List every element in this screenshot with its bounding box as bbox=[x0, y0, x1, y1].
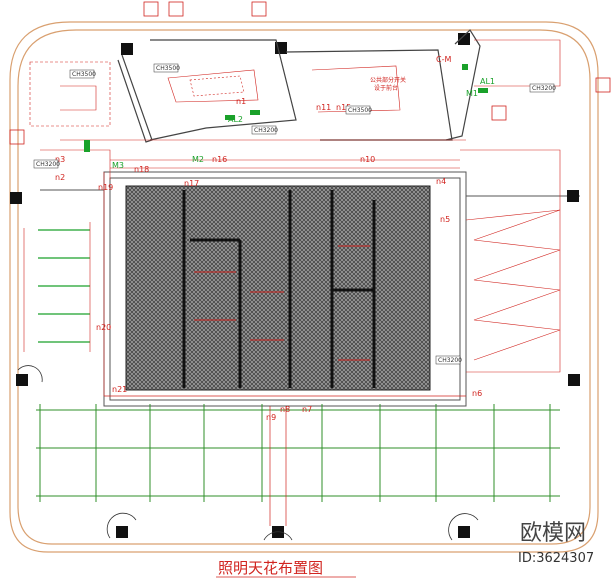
label-n11: n11 bbox=[316, 103, 331, 112]
label-n4: n4 bbox=[436, 177, 446, 186]
switch-note: 公共部分开关 设于前台 bbox=[370, 76, 406, 92]
label-n17: n17 bbox=[184, 179, 199, 188]
label-n1: n1 bbox=[236, 97, 246, 106]
tag-ch3500-b: CH3500 bbox=[156, 65, 180, 72]
watermark-brand: 欧模网 bbox=[520, 521, 586, 546]
label-n5: n5 bbox=[440, 215, 450, 224]
site-boundary bbox=[9, 21, 599, 553]
watermark-id: ID:3624307 bbox=[518, 551, 594, 566]
panel-labels: AL2 AL1 M1 M2 M3 C-M bbox=[112, 55, 495, 170]
tag-ch3500-a: CH3500 bbox=[72, 71, 96, 78]
label-n16: n16 bbox=[212, 155, 227, 164]
label-AL1: AL1 bbox=[480, 77, 495, 86]
label-n9: n9 bbox=[266, 413, 276, 422]
upper-wiring bbox=[29, 39, 561, 396]
lower-risers bbox=[104, 395, 466, 526]
label-n6: n6 bbox=[472, 389, 482, 398]
label-M1: M1 bbox=[466, 89, 478, 98]
label-M3: M3 bbox=[112, 161, 124, 170]
label-n15: n15 bbox=[336, 103, 351, 112]
label-AL2: AL2 bbox=[228, 115, 243, 124]
label-n8: n8 bbox=[280, 405, 290, 414]
left-risers bbox=[23, 222, 91, 352]
label-n20: n20 bbox=[96, 323, 111, 332]
tag-ch3200-d: CH3200 bbox=[438, 357, 462, 364]
circuit-labels: n1 n2 n3 n4 n5 n6 n7 n8 n9 n10 n11 n15 n… bbox=[55, 97, 482, 422]
drawing-title: 照明天花布置图 bbox=[218, 559, 323, 577]
label-n19: n19 bbox=[98, 183, 113, 192]
note-front-desk: 设于前台 bbox=[374, 84, 398, 92]
label-n3: n3 bbox=[55, 155, 65, 164]
tag-ch3200-a: CH3200 bbox=[254, 127, 278, 134]
label-n18: n18 bbox=[134, 165, 149, 174]
wall-tags bbox=[9, 1, 611, 145]
tag-ch3500-c: CH3500 bbox=[348, 107, 372, 114]
tag-ch3200-c: CH3200 bbox=[532, 85, 556, 92]
tag-ch3200-b: CH3200 bbox=[36, 161, 60, 168]
label-n7: n7 bbox=[302, 405, 312, 414]
hatched-core bbox=[125, 185, 431, 391]
label-M2: M2 bbox=[192, 155, 204, 164]
label-C-M: C-M bbox=[436, 55, 451, 64]
label-n2: n2 bbox=[55, 173, 65, 182]
lower-grid bbox=[36, 404, 560, 502]
upper-rooms bbox=[117, 29, 481, 143]
columns bbox=[10, 33, 580, 538]
note-public-switch: 公共部分开关 bbox=[370, 76, 406, 84]
label-n21: n21 bbox=[112, 385, 127, 394]
left-fixtures bbox=[38, 229, 90, 343]
label-n10: n10 bbox=[360, 155, 375, 164]
column-rings bbox=[17, 365, 479, 541]
panel-symbols bbox=[84, 64, 488, 152]
room-tags: CH3500 CH3500 CH3500 CH3200 CH3200 CH320… bbox=[33, 63, 556, 365]
top-trunk bbox=[60, 139, 466, 169]
